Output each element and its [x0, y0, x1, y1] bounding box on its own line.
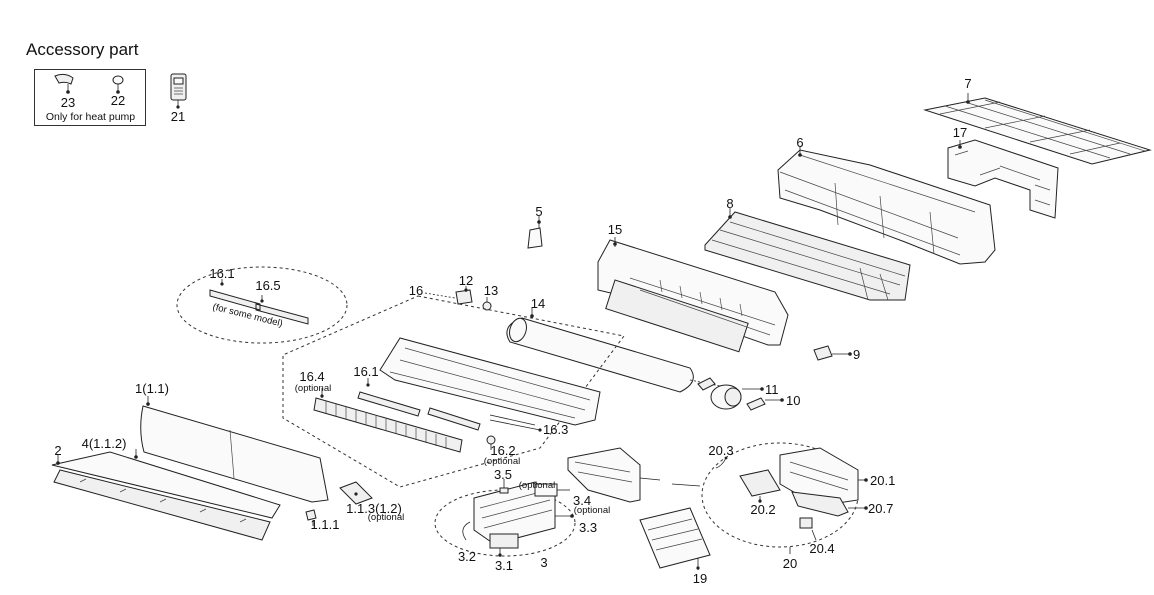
- label-1-1-1: 1.1.1: [311, 517, 340, 532]
- part-6-chassis: [777, 146, 996, 265]
- label-3-4-optional: (optional: [574, 505, 610, 516]
- label-3-2: 3.2: [458, 549, 476, 564]
- label-8: 8: [726, 196, 733, 211]
- label-20-4: 20.4: [809, 541, 834, 556]
- part-16-1-louver-links: [357, 378, 481, 431]
- part-3-1-terminal: [489, 533, 519, 557]
- part-3-4-module: [534, 483, 570, 497]
- label-17: 17: [953, 125, 967, 140]
- label-5: 5: [535, 204, 542, 219]
- label-4: 4(1.1.2): [82, 436, 127, 451]
- label-21: 21: [171, 109, 185, 124]
- label-16-3: 16.3: [543, 422, 568, 437]
- control-box-group-outline: [434, 489, 576, 557]
- heat-pump-note: Only for heat pump: [45, 111, 136, 123]
- part-9-clip: [813, 345, 852, 361]
- label-1: 1(1.1): [135, 381, 169, 396]
- label-22: 22: [111, 93, 125, 108]
- part-3-2-cable: [462, 521, 471, 541]
- part-23-pipe-connector: [54, 73, 74, 94]
- part-4-panel-frame: [51, 449, 281, 541]
- part-3-5-chip: [499, 479, 509, 494]
- part-16-2-stepper: [486, 435, 496, 450]
- label-16-1-top: 16.1: [209, 266, 234, 281]
- part-1-front-panel: [140, 396, 329, 503]
- label-2: 2: [54, 443, 61, 458]
- label-16-2-optional: (optional: [484, 456, 520, 467]
- label-10: 10: [786, 393, 800, 408]
- accessory-part-title: Accessory part: [26, 40, 139, 59]
- label-20-2: 20.2: [750, 502, 775, 517]
- part-12-motor-holder: [424, 286, 473, 305]
- part-5-bracket: [527, 216, 543, 249]
- part-20-2-pcb: [739, 469, 781, 503]
- accessory-box: [34, 69, 146, 126]
- part-7-filter: [923, 93, 1152, 165]
- part-electric-box-upper: [567, 447, 701, 503]
- part-16-5-louver-clips: [209, 279, 309, 325]
- part-22-ring: [112, 75, 124, 94]
- label-16-1-bottom: 16.1: [353, 364, 378, 379]
- label-16-2: 16.2: [490, 443, 515, 458]
- part-17-mounting-plate: [947, 139, 1059, 219]
- part-20-3-wire: [715, 456, 728, 469]
- part-1-1-1-cover: [305, 509, 317, 526]
- label-3-4: 3.4: [573, 493, 591, 508]
- label-16-4-optional: (optional: [295, 383, 331, 394]
- part-15-front-housing: [597, 237, 789, 353]
- part-20-7-bracket: [791, 491, 868, 517]
- label-19: 19: [693, 571, 707, 586]
- part-16-base-assembly: [379, 337, 601, 426]
- label-3-5-optional: (optional: [519, 480, 555, 491]
- label-9: 9: [853, 347, 860, 362]
- part-19-cover: [639, 507, 711, 570]
- label-3: 3: [540, 555, 547, 570]
- label-16: 16: [409, 283, 423, 298]
- part-20-1-pcb-box: [779, 447, 868, 507]
- label-3-1: 3.1: [495, 558, 513, 573]
- part-16-4-vertical-louver: [313, 388, 463, 453]
- label-16-4: 16.4: [299, 369, 324, 384]
- label-1-1-3-optional: (optional: [368, 512, 404, 523]
- part-16-3-swing-rod: [489, 414, 542, 432]
- label-23: 23: [61, 95, 75, 110]
- label-16-5: 16.5: [255, 278, 280, 293]
- part-11-fan-motor: [697, 377, 764, 410]
- part-3-3-electric-box: [473, 481, 574, 545]
- part-20-4-connector: [799, 517, 817, 541]
- label-20-3: 20.3: [708, 443, 733, 458]
- label-11: 11: [765, 382, 779, 397]
- label-14: 14: [531, 296, 545, 311]
- label-20-7: 20.7: [868, 501, 893, 516]
- optional-group-outline: [176, 266, 348, 344]
- label-20-1: 20.1: [870, 473, 895, 488]
- label-20: 20: [783, 556, 797, 571]
- label-12: 12: [459, 273, 473, 288]
- part-21-remote-control: [170, 73, 187, 109]
- part-10-motor-bracket: [746, 397, 784, 411]
- label-13: 13: [484, 283, 498, 298]
- label-3-3: 3.3: [579, 520, 597, 535]
- part-13-bearing: [482, 297, 492, 311]
- part-14-crossflow-fan: [506, 307, 731, 393]
- label-7: 7: [964, 76, 971, 91]
- label-15: 15: [608, 222, 622, 237]
- part-1-1-3-display: [339, 481, 373, 505]
- label-6: 6: [796, 135, 803, 150]
- part-8-evaporator: [704, 208, 911, 301]
- label-3-5: 3.5: [494, 467, 512, 482]
- label-1-1-3: 1.1.3(1.2): [346, 501, 402, 516]
